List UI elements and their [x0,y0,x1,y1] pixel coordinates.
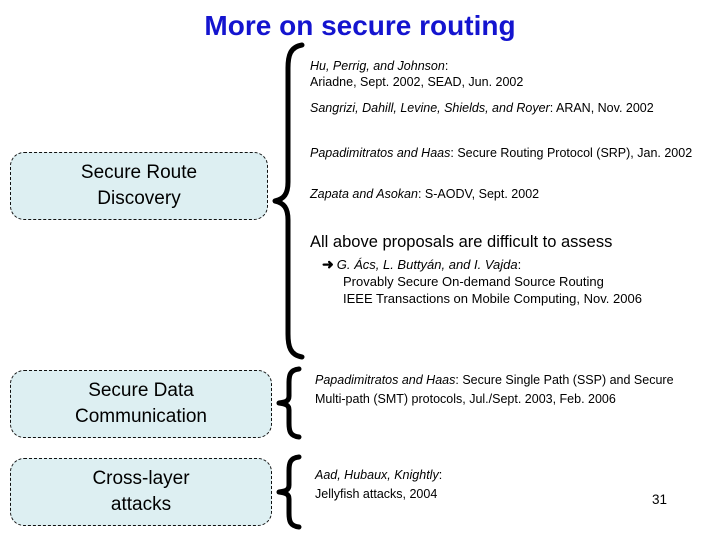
reference-separator: : [417,187,425,201]
concept-box-line2: Discovery [97,188,181,209]
concept-box-line1: Secure Route [80,162,198,183]
assess-headline: All above proposals are difficult to ass… [310,233,613,251]
reference-authors: Papadimitratos and Haas [310,146,451,160]
reference-saodv: Zapata and Asokan: S-AODV, Sept. 2002 [310,186,610,202]
page-number: 31 [652,492,668,507]
reference-authors: Zapata and Asokan [310,187,418,201]
reference-separator: : [549,101,556,115]
reference-work: Secure Single Path (SSP) and Secure Mult… [315,373,674,406]
concept-box-cross-layer-attacks[interactable]: Cross-layer attacks [10,458,272,526]
reference-work: Ariadne, Sept. 2002, SEAD, Jun. 2002 [310,75,524,89]
reference-authors: Hu, Perrig, and Johnson [310,59,445,73]
curly-brace-icon-small [276,454,302,530]
concept-box-secure-route-discovery[interactable]: Secure Route Discovery [10,152,268,220]
concept-box-line1: Cross-layer [92,468,190,489]
citation-separator: : [517,257,522,272]
concept-box-label: Secure Data Communication [75,378,207,430]
reference-separator: : [444,59,449,73]
concept-box-line1: Secure Data [88,380,194,401]
reference-hu-perrig-johnson: Hu, Perrig, and Johnson: Ariadne, Sept. … [310,58,706,90]
reference-authors: Aad, Hubaux, Knightly [315,468,439,482]
reference-authors: Sangrizi, Dahill, Levine, Shields, and R… [310,101,550,115]
concept-box-line2: Communication [75,406,207,427]
reference-separator: : [455,373,463,387]
reference-aran: Sangrizi, Dahill, Levine, Shields, and R… [310,100,710,116]
reference-work: Secure Routing Protocol (SRP), Jan. 2002 [457,146,693,160]
curly-brace-icon-mid [276,366,302,440]
concept-box-line2: attacks [110,494,172,515]
reference-separator: : [438,468,443,482]
concept-box-label: Secure Route Discovery [81,160,197,212]
reference-work: S-AODV, Sept. 2002 [424,187,540,201]
concept-box-secure-data-communication[interactable]: Secure Data Communication [10,370,272,438]
reference-work: Jellyfish attacks, 2004 [315,487,438,501]
page-title: More on secure routing [204,10,516,41]
reference-ssp-smt: Papadimitratos and Haas: Secure Single P… [315,371,705,409]
reference-srp: Papadimitratos and Haas: Secure Routing … [310,145,706,161]
citation-acs-buttyan-vajda: ➜G. Ács, L. Buttyán, and I. Vajda: Prova… [322,256,714,307]
reference-separator: : [450,146,458,160]
reference-authors: Papadimitratos and Haas [315,373,456,387]
concept-box-label: Cross-layer attacks [92,466,189,518]
citation-authors: G. Ács, L. Buttyán, and I. Vajda [336,257,518,272]
citation-title: Provably Secure On-demand Source Routing [343,274,604,289]
arrow-right-icon: ➜ [322,256,334,272]
curly-brace-icon-large [272,42,305,360]
reference-jellyfish: Aad, Hubaux, Knightly: Jellyfish attacks… [315,466,705,504]
citation-venue: IEEE Transactions on Mobile Computing, N… [343,291,642,306]
reference-work: ARAN, Nov. 2002 [555,101,654,115]
